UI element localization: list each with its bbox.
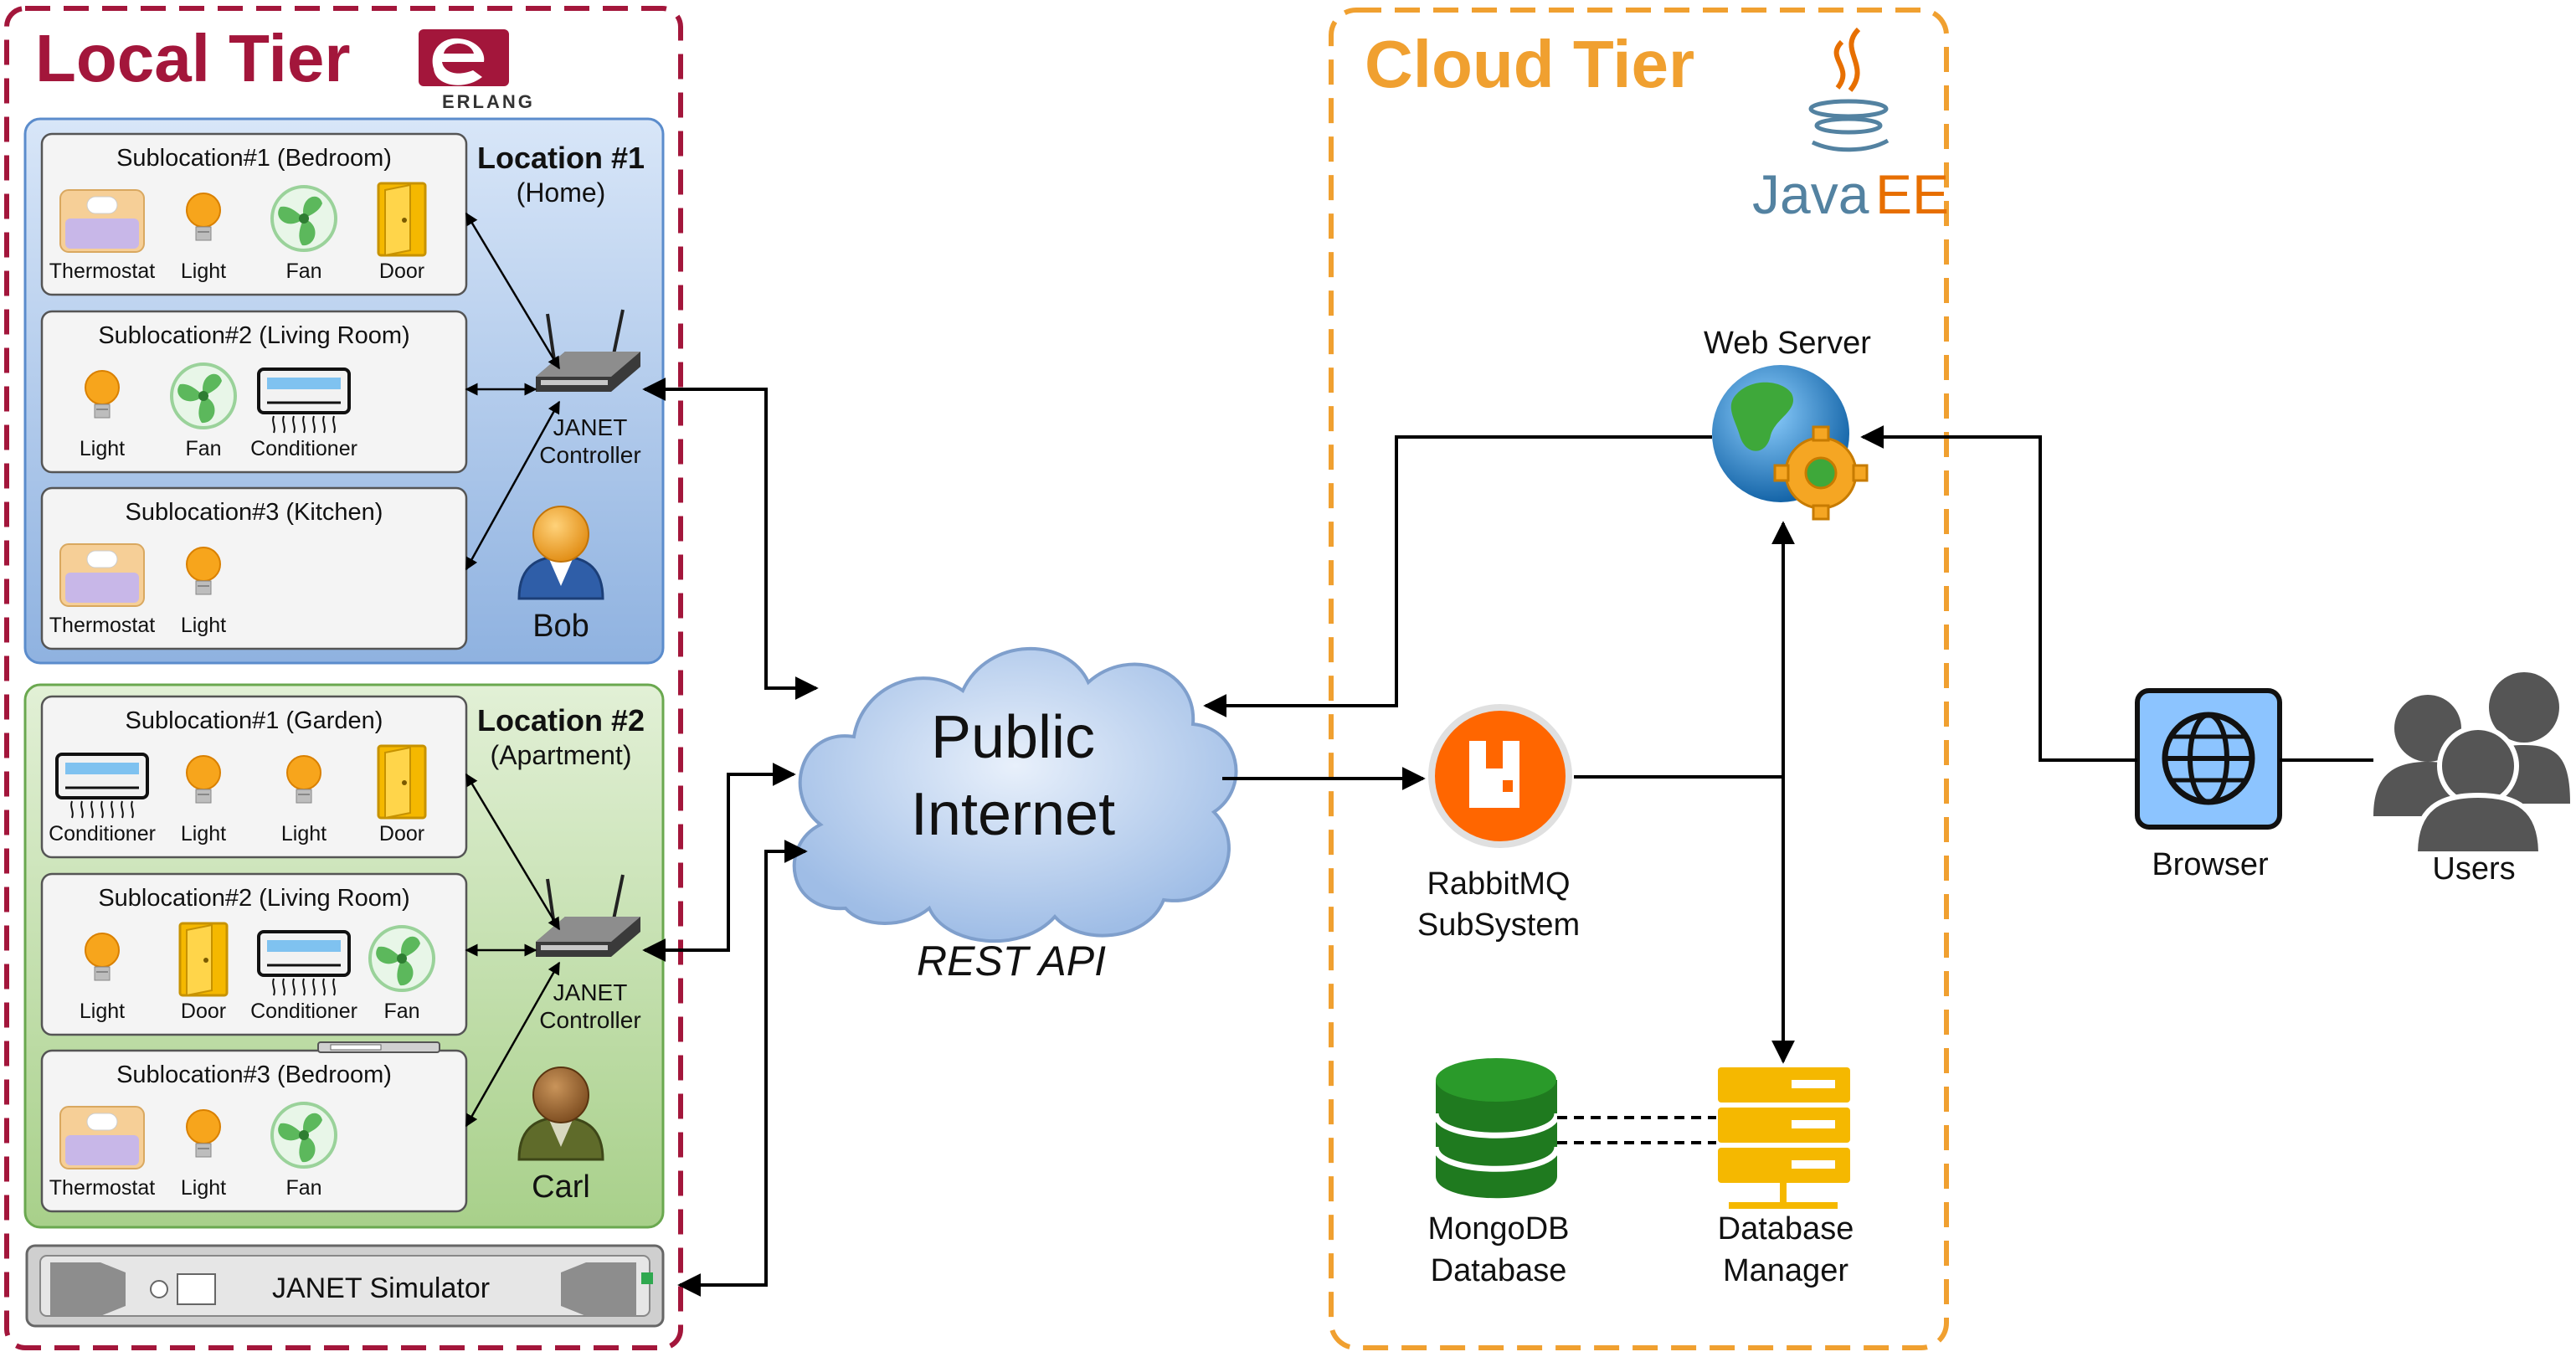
- users-label: Users: [2432, 851, 2515, 887]
- light-icon: [186, 755, 221, 804]
- sublocation-title: Sublocation#2 (Living Room): [98, 885, 409, 912]
- users-icon: Users: [2373, 672, 2570, 887]
- sublocation-title: Sublocation#1 (Garden): [126, 707, 383, 734]
- door-icon: [178, 922, 229, 997]
- location-2-subtitle: (Apartment): [491, 740, 632, 770]
- sublocation-title: Sublocation#3 (Kitchen): [126, 499, 383, 526]
- location-1-title: Location #1: [477, 141, 645, 175]
- light-icon: [85, 370, 120, 419]
- janet-controller-2-line1: JANET: [553, 979, 628, 1005]
- device-label: Door: [181, 1000, 226, 1023]
- fan-icon: [270, 185, 337, 252]
- location-2-sublocation-3: Sublocation#3 (Bedroom) Thermostat Light Fa…: [40, 1049, 468, 1213]
- thermostat-icon: [59, 543, 145, 607]
- sublocation-title: Sublocation#2 (Living Room): [98, 322, 409, 349]
- dbmanager-line2: Manager: [1723, 1253, 1848, 1288]
- device-label: Light: [181, 614, 226, 637]
- device-label: Conditioner: [250, 437, 357, 460]
- thermostat-icon: [59, 189, 145, 253]
- device-label: Fan: [285, 260, 321, 283]
- device-label: Thermostat: [49, 1176, 155, 1200]
- location-1-sublocation-3: Sublocation#3 (Kitchen) Thermostat Light: [40, 486, 468, 650]
- browser-icon: Browser: [2135, 688, 2282, 882]
- database-manager-icon: Database Manager: [1718, 1067, 1854, 1288]
- java-ee-logo: Java EE: [1752, 27, 1949, 225]
- location-2-sublocation-2: Sublocation#2 (Living Room) Light Door Cond…: [40, 872, 468, 1036]
- device-label: Fan: [383, 1000, 419, 1023]
- device-label: Fan: [285, 1176, 321, 1200]
- location-1-sublocation-2: Sublocation#2 (Living Room) Light Fan Condi…: [40, 310, 468, 474]
- device-label: Door: [379, 260, 424, 283]
- device-label: Thermostat: [49, 614, 155, 637]
- user-carl-label: Carl: [532, 1169, 590, 1205]
- rest-api-caption: REST API: [917, 938, 1106, 984]
- device-label: Light: [181, 260, 226, 283]
- janet-simulator-label: JANET Simulator: [272, 1272, 490, 1304]
- java-logo-text: Java: [1752, 163, 1869, 225]
- device-label: Light: [181, 1176, 226, 1200]
- device-label: Light: [80, 437, 125, 460]
- fan-icon: [270, 1102, 337, 1169]
- web-server-label: Web Server: [1704, 326, 1871, 361]
- light-icon: [85, 933, 120, 981]
- location-2-sublocation-1: Sublocation#1 (Garden) Conditioner Light Li…: [40, 695, 468, 859]
- mongodb-line1: MongoDB: [1428, 1211, 1570, 1246]
- door-icon: [377, 744, 427, 820]
- internet-line1: Public: [931, 704, 1095, 771]
- janet-controller-1-line1: JANET: [553, 414, 628, 440]
- rabbitmq-line1: RabbitMQ: [1427, 866, 1570, 902]
- light-icon: [186, 193, 221, 241]
- dbmanager-line1: Database: [1718, 1211, 1854, 1246]
- rabbitmq-line2: SubSystem: [1417, 907, 1580, 943]
- device-label: Light: [181, 822, 226, 846]
- connectors: [465, 212, 2373, 1297]
- mongodb-icon: MongoDB Database: [1428, 1058, 1570, 1288]
- fan-icon: [170, 362, 237, 429]
- web-server-icon: Web Server: [1704, 326, 1871, 521]
- fan-icon: [368, 925, 435, 992]
- device-label: Fan: [185, 437, 221, 460]
- sublocation-title: Sublocation#1 (Bedroom): [116, 145, 392, 172]
- erlang-logo-text: ERLANG: [442, 91, 535, 112]
- conditioner-icon: [257, 930, 351, 996]
- rack-icon: [317, 1041, 440, 1053]
- location-2-title: Location #2: [477, 703, 645, 738]
- janet-simulator: JANET Simulator: [25, 1244, 665, 1328]
- light-icon: [186, 1109, 221, 1158]
- rabbitmq-icon: RabbitMQ SubSystem: [1417, 704, 1580, 943]
- device-label: Light: [80, 1000, 125, 1023]
- conditioner-icon: [55, 753, 149, 819]
- location-1-sublocation-1: Sublocation#1 (Bedroom) Thermostat Light Fa…: [40, 132, 468, 296]
- janet-controller-2-line2: Controller: [539, 1007, 640, 1033]
- device-label: Light: [281, 822, 326, 846]
- device-label: Thermostat: [49, 260, 155, 283]
- browser-label: Browser: [2152, 847, 2269, 882]
- cloud-tier-boundary: [1329, 8, 1949, 1350]
- device-label: Conditioner: [250, 1000, 357, 1023]
- mongodb-line2: Database: [1431, 1253, 1567, 1288]
- cloud-tier-title: Cloud Tier: [1365, 27, 1694, 101]
- thermostat-icon: [59, 1106, 145, 1169]
- user-bob-label: Bob: [532, 609, 589, 644]
- internet-line2: Internet: [911, 781, 1115, 848]
- light-icon: [286, 755, 321, 804]
- conditioner-icon: [257, 368, 351, 434]
- java-logo-suffix: EE: [1875, 163, 1949, 225]
- device-label: Door: [379, 822, 424, 846]
- public-internet-cloud: Public Internet: [792, 647, 1238, 943]
- janet-controller-1-line2: Controller: [539, 442, 640, 468]
- location-1-subtitle: (Home): [517, 177, 606, 208]
- door-icon: [377, 182, 427, 257]
- sublocation-title: Sublocation#3 (Bedroom): [116, 1061, 392, 1088]
- erlang-logo: ERLANG: [419, 29, 535, 112]
- local-tier-title: Local Tier: [35, 21, 350, 95]
- device-label: Conditioner: [49, 822, 156, 846]
- light-icon: [186, 547, 221, 595]
